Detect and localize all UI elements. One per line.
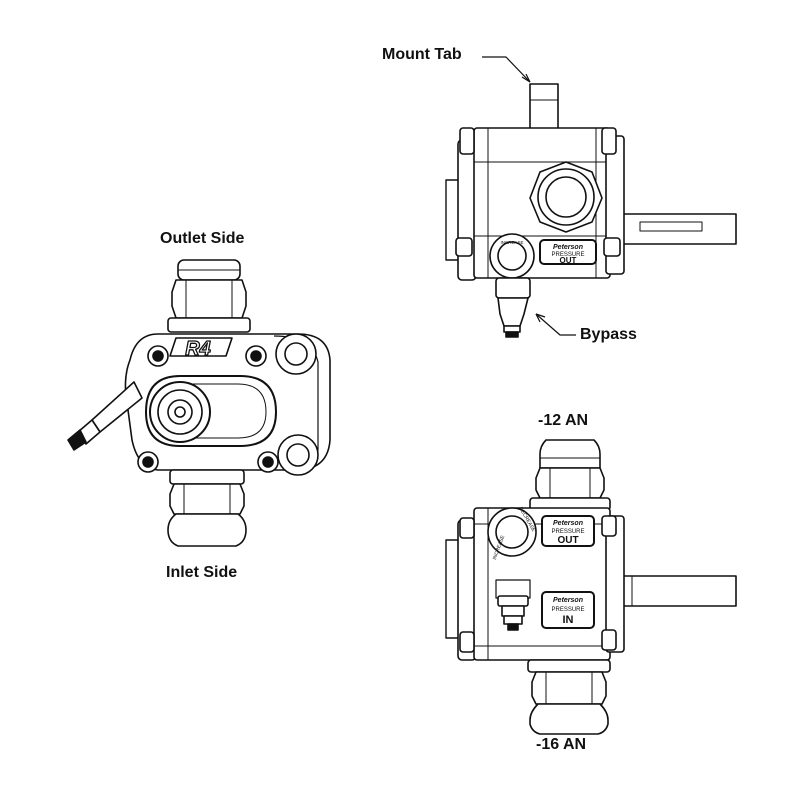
bypass-valve-top bbox=[495, 277, 531, 338]
svg-text:PRESSURE: PRESSURE bbox=[551, 252, 584, 258]
side-view-pump: INCREASE DECREASE Peterson PRESSURE OUT … bbox=[445, 439, 737, 735]
mount-tab-label: Mount Tab bbox=[382, 46, 462, 63]
drive-shaft-end bbox=[149, 381, 211, 443]
pressure-out-badge-side: Peterson PRESSURE OUT bbox=[541, 515, 595, 547]
side-bolts bbox=[459, 515, 617, 653]
fitting-12an bbox=[529, 439, 611, 511]
pressure-dial-top: INCREASE bbox=[489, 233, 535, 279]
svg-text:Peterson: Peterson bbox=[553, 520, 583, 527]
front-bolts bbox=[137, 345, 279, 473]
outlet-port bbox=[529, 161, 603, 233]
inlet-side-label: Inlet Side bbox=[166, 564, 238, 581]
fitting-16an-label: -16 AN bbox=[536, 736, 587, 753]
top-bolts bbox=[455, 127, 621, 257]
pressure-in-badge-side: Peterson PRESSURE IN bbox=[541, 591, 595, 629]
fitting-12an-label: -12 AN bbox=[538, 412, 589, 429]
svg-text:PRESSURE: PRESSURE bbox=[551, 607, 584, 613]
outlet-fitting bbox=[167, 259, 251, 333]
svg-text:OUT: OUT bbox=[560, 256, 577, 265]
svg-text:PRESSURE: PRESSURE bbox=[551, 529, 584, 535]
mount-tab-leader bbox=[482, 56, 531, 83]
pressure-out-badge-top: Peterson PRESSURE OUT bbox=[539, 239, 597, 265]
front-view-pump: R4 bbox=[67, 259, 331, 547]
pressure-dial-side: INCREASE DECREASE bbox=[487, 506, 537, 561]
leader-lines bbox=[482, 56, 576, 336]
svg-text:INCREASE: INCREASE bbox=[500, 240, 523, 245]
fitting-16an bbox=[527, 659, 611, 735]
bypass-label: Bypass bbox=[580, 326, 637, 343]
bypass-valve-side bbox=[495, 579, 531, 631]
svg-text:R4: R4 bbox=[185, 338, 211, 360]
top-view-pump: INCREASE Peterson PRESSURE OUT bbox=[445, 83, 737, 338]
front-bypass-nozzle bbox=[67, 381, 143, 451]
inlet-fitting bbox=[167, 469, 247, 547]
shaft-side-view bbox=[619, 575, 737, 607]
r4-logo: R4 bbox=[169, 337, 233, 361]
svg-text:OUT: OUT bbox=[557, 535, 578, 546]
shaft-top-view bbox=[619, 213, 737, 245]
svg-text:Peterson: Peterson bbox=[553, 244, 583, 251]
bypass-leader bbox=[535, 313, 576, 336]
svg-text:IN: IN bbox=[563, 614, 574, 626]
svg-text:Peterson: Peterson bbox=[553, 597, 583, 604]
outlet-side-label: Outlet Side bbox=[160, 230, 245, 247]
